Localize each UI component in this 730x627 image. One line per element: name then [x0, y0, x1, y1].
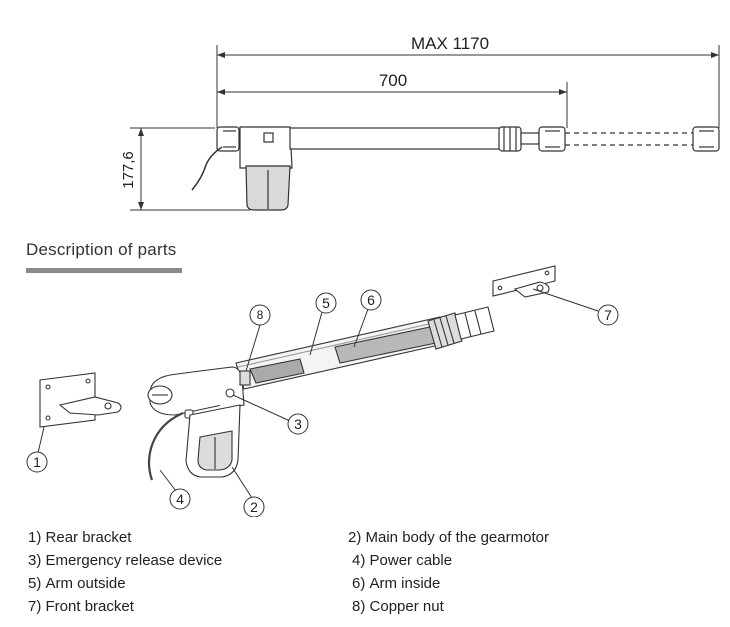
legend-number: 2) — [348, 529, 362, 546]
leader-3 — [232, 394, 291, 422]
dimension-stroke-label: 700 — [379, 71, 407, 90]
section-title: Description of parts — [26, 240, 177, 259]
legend-number: 7) — [28, 598, 42, 615]
callout-3: 3 — [294, 416, 302, 432]
leader-5 — [309, 311, 323, 356]
callout-8-circle — [249, 304, 271, 326]
arm-outside — [235, 316, 449, 390]
dimension-drawing: MAX 1170 700 177,6 — [120, 34, 720, 211]
leader-1 — [37, 426, 45, 454]
copper-nut — [239, 370, 251, 386]
section-underline — [26, 268, 182, 273]
front-bracket — [492, 265, 556, 298]
callout-4-circle — [169, 488, 191, 510]
leader-7 — [532, 288, 599, 312]
legend-label: Main body of the gearmotor — [365, 529, 549, 546]
legend-item-arm-outside: 5) Arm outside — [28, 575, 126, 592]
legend-label: Arm inside — [369, 575, 441, 592]
callout-5: 5 — [322, 295, 330, 311]
legend-number: 3) — [28, 552, 42, 569]
legend-item-arm-inside: 6) Arm inside — [352, 575, 440, 592]
legend-label: Power cable — [369, 552, 453, 569]
legend-label: Rear bracket — [45, 529, 132, 546]
legend-label: Arm outside — [45, 575, 126, 592]
callout-2: 2 — [250, 499, 258, 515]
callout-5-circle — [315, 292, 337, 314]
legend-number: 6) — [352, 575, 366, 592]
legend-number: 4) — [352, 552, 366, 569]
callout-7: 7 — [604, 307, 612, 323]
legend-number: 1) — [28, 529, 42, 546]
legend-item-rear-bracket: 1) Rear bracket — [28, 529, 131, 546]
leader-6 — [353, 308, 369, 348]
legend-number: 8) — [352, 598, 366, 615]
parts-drawing: 1 2 3 4 5 6 7 8 — [26, 265, 619, 517]
leader-2 — [231, 466, 253, 499]
gearbox-body — [185, 404, 241, 478]
dimension-max-label: MAX 1170 — [411, 34, 489, 53]
actuator-side-view — [216, 126, 720, 211]
callout-1: 1 — [33, 454, 41, 470]
dimension-height-label: 177,6 — [120, 151, 137, 189]
leader-8 — [245, 324, 261, 372]
legend-item-main-body: 2) Main body of the gearmotor — [348, 529, 549, 546]
legend-number: 5) — [28, 575, 42, 592]
callout-7-circle — [597, 304, 619, 326]
callout-3-circle — [287, 413, 309, 435]
legend-item-power-cable: 4) Power cable — [352, 552, 452, 569]
callout-4: 4 — [176, 491, 184, 507]
legend-item-emergency-release: 3) Emergency release device — [28, 552, 222, 569]
callout-8: 8 — [257, 308, 264, 322]
callout-1-circle — [26, 451, 48, 473]
rear-bracket — [39, 372, 122, 428]
legend-label: Copper nut — [369, 598, 444, 615]
legend-label: Emergency release device — [45, 552, 223, 569]
callout-6: 6 — [367, 292, 375, 308]
legend-label: Front bracket — [45, 598, 134, 615]
arm-nut — [427, 306, 495, 350]
leader-4 — [159, 469, 177, 492]
callout-6-circle — [360, 289, 382, 311]
callout-2-circle — [243, 496, 265, 517]
legend-item-copper-nut: 8) Copper nut — [352, 598, 444, 615]
motor-head — [147, 366, 245, 419]
power-cable — [147, 411, 184, 481]
power-cable-side — [191, 146, 223, 191]
legend-item-front-bracket: 7) Front bracket — [28, 598, 134, 615]
